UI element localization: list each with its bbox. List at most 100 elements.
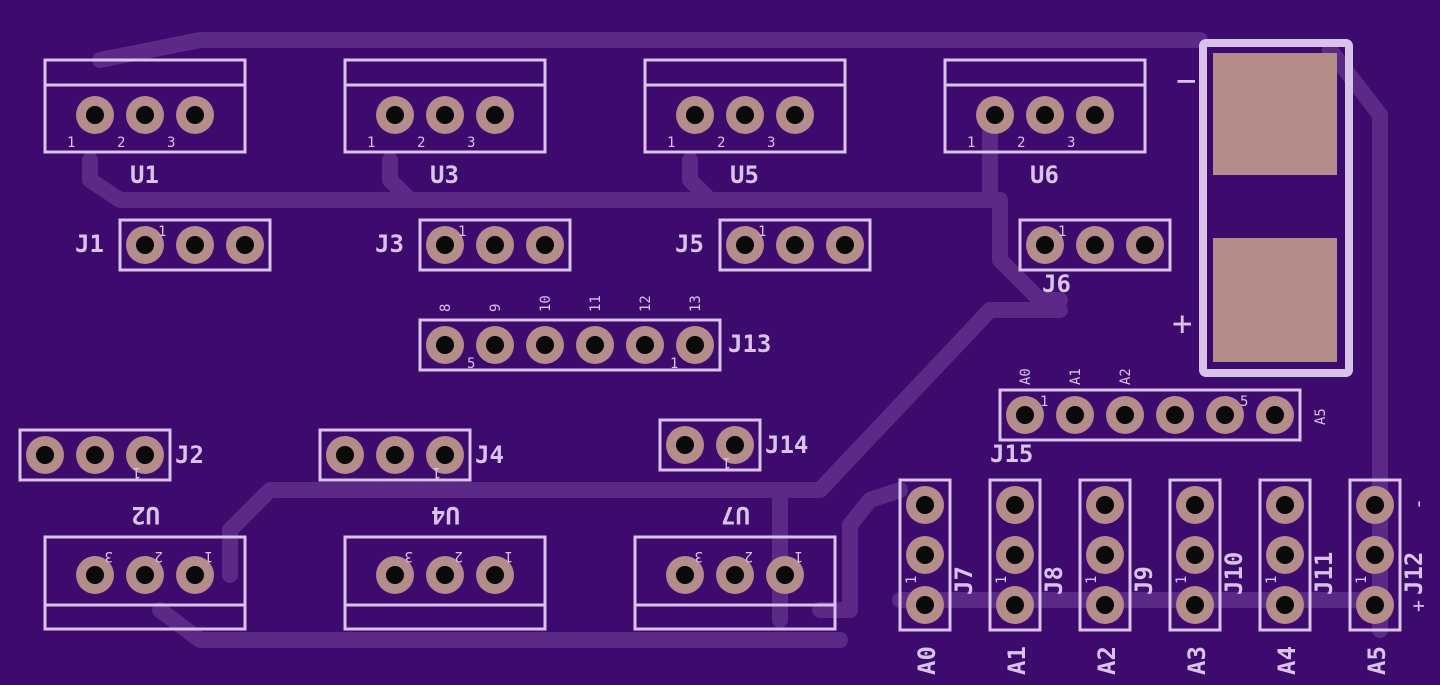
header-pad-hole <box>1276 496 1294 514</box>
header-pad <box>376 436 414 474</box>
header-pad-hole <box>1186 596 1204 614</box>
regulator-pad <box>426 556 464 594</box>
header-outline <box>988 478 1042 632</box>
j15-pad-hole <box>1216 406 1234 424</box>
header-pin1-mark: 1 <box>723 454 731 470</box>
header-ref: J1 <box>75 230 104 258</box>
regulator-pad-hole <box>386 106 404 124</box>
header-ref: J6 <box>1042 270 1071 298</box>
regulator-pin-number: 2 <box>417 135 425 151</box>
header-outline <box>1078 478 1132 632</box>
header-pad <box>1266 486 1304 524</box>
regulator-pad-hole <box>786 106 804 124</box>
regulator-pad-hole <box>1086 106 1104 124</box>
header-analog-label: A5 <box>1363 646 1391 675</box>
header-pad <box>906 586 944 624</box>
header-pad-hole <box>186 236 204 254</box>
regulator-pad <box>426 96 464 134</box>
regulator-pad-hole <box>686 106 704 124</box>
regulator-pin-number: 2 <box>745 548 753 564</box>
regulator-pad <box>476 96 514 134</box>
header-pin1-mark: 1 <box>1354 576 1370 584</box>
j13-pad <box>526 326 564 364</box>
header-pad <box>1176 586 1214 624</box>
header-analog-label: A4 <box>1273 646 1301 675</box>
j13-pad-hole <box>686 336 704 354</box>
header-pad <box>1356 486 1394 524</box>
j15-pad <box>1156 396 1194 434</box>
regulator-pin-number: 1 <box>967 135 975 151</box>
j15-pin-label: A0 <box>1018 368 1034 385</box>
j13-pad <box>676 326 714 364</box>
header-pad-hole <box>916 496 934 514</box>
header-pad <box>476 226 514 264</box>
regulator-pad-hole <box>1036 106 1054 124</box>
header-ref: J10 <box>1220 552 1248 595</box>
header-ref: J14 <box>765 431 808 459</box>
header-outline <box>1348 478 1402 632</box>
header-pin1-mark: 1 <box>158 224 166 240</box>
header-pad <box>716 426 754 464</box>
header-pin1-mark: 1 <box>1084 576 1100 584</box>
cap-plus-label: + <box>1172 304 1192 344</box>
header-ref: J5 <box>675 230 704 258</box>
header-analog-label: A3 <box>1183 646 1211 675</box>
header-j2: 1J2 <box>18 428 204 482</box>
header-pad-hole <box>736 236 754 254</box>
header-pad <box>1026 226 1064 264</box>
header-pin1-mark: 1 <box>758 224 766 240</box>
header-pad <box>996 586 1034 624</box>
regulator-pad <box>776 96 814 134</box>
header-pad-hole <box>1366 496 1384 514</box>
cap-minus-label: − <box>1176 61 1196 101</box>
j15-pad-hole <box>1116 406 1134 424</box>
regulator-outline <box>943 58 1147 154</box>
regulator-outline <box>43 58 247 154</box>
regulator-pin-number: 3 <box>1067 135 1075 151</box>
regulator-pad <box>476 556 514 594</box>
regulator-pad-hole <box>436 106 454 124</box>
regulator-pad <box>766 556 804 594</box>
header-pad-hole <box>1276 596 1294 614</box>
j13-pad-hole <box>586 336 604 354</box>
cap-pad-negative <box>1213 53 1337 175</box>
regulator-pad-hole <box>486 566 504 584</box>
regulator-outline <box>43 535 247 631</box>
regulator-pad-hole <box>136 566 154 584</box>
header-pad-hole <box>436 236 454 254</box>
header-outline <box>1258 478 1312 632</box>
header-pad <box>1076 226 1114 264</box>
header-pad <box>996 536 1034 574</box>
header-pad-hole <box>1036 236 1054 254</box>
header-pad <box>1086 536 1124 574</box>
regulator-outline <box>643 58 847 154</box>
j15-pin-label: A2 <box>1118 368 1134 385</box>
header-pad-hole <box>1136 236 1154 254</box>
header-pad-hole <box>136 446 154 464</box>
regulator-pad <box>666 556 704 594</box>
regulator-pin-number: 1 <box>667 135 675 151</box>
header-pad-hole <box>1186 496 1204 514</box>
regulator-pin-number: 2 <box>155 548 163 564</box>
j15-pad <box>1056 396 1094 434</box>
regulator-ref: U3 <box>430 161 459 189</box>
header-pad-hole <box>916 546 934 564</box>
header-pad-hole <box>1096 546 1114 564</box>
header-pad-hole <box>36 446 54 464</box>
j15-pad <box>1256 396 1294 434</box>
regulator-ref: U6 <box>1030 161 1059 189</box>
regulator-pad-hole <box>736 106 754 124</box>
header-pad-hole <box>726 436 744 454</box>
regulator-pad <box>176 96 214 134</box>
regulator-pad <box>76 96 114 134</box>
j15-mark-right: 5 <box>1240 394 1248 410</box>
